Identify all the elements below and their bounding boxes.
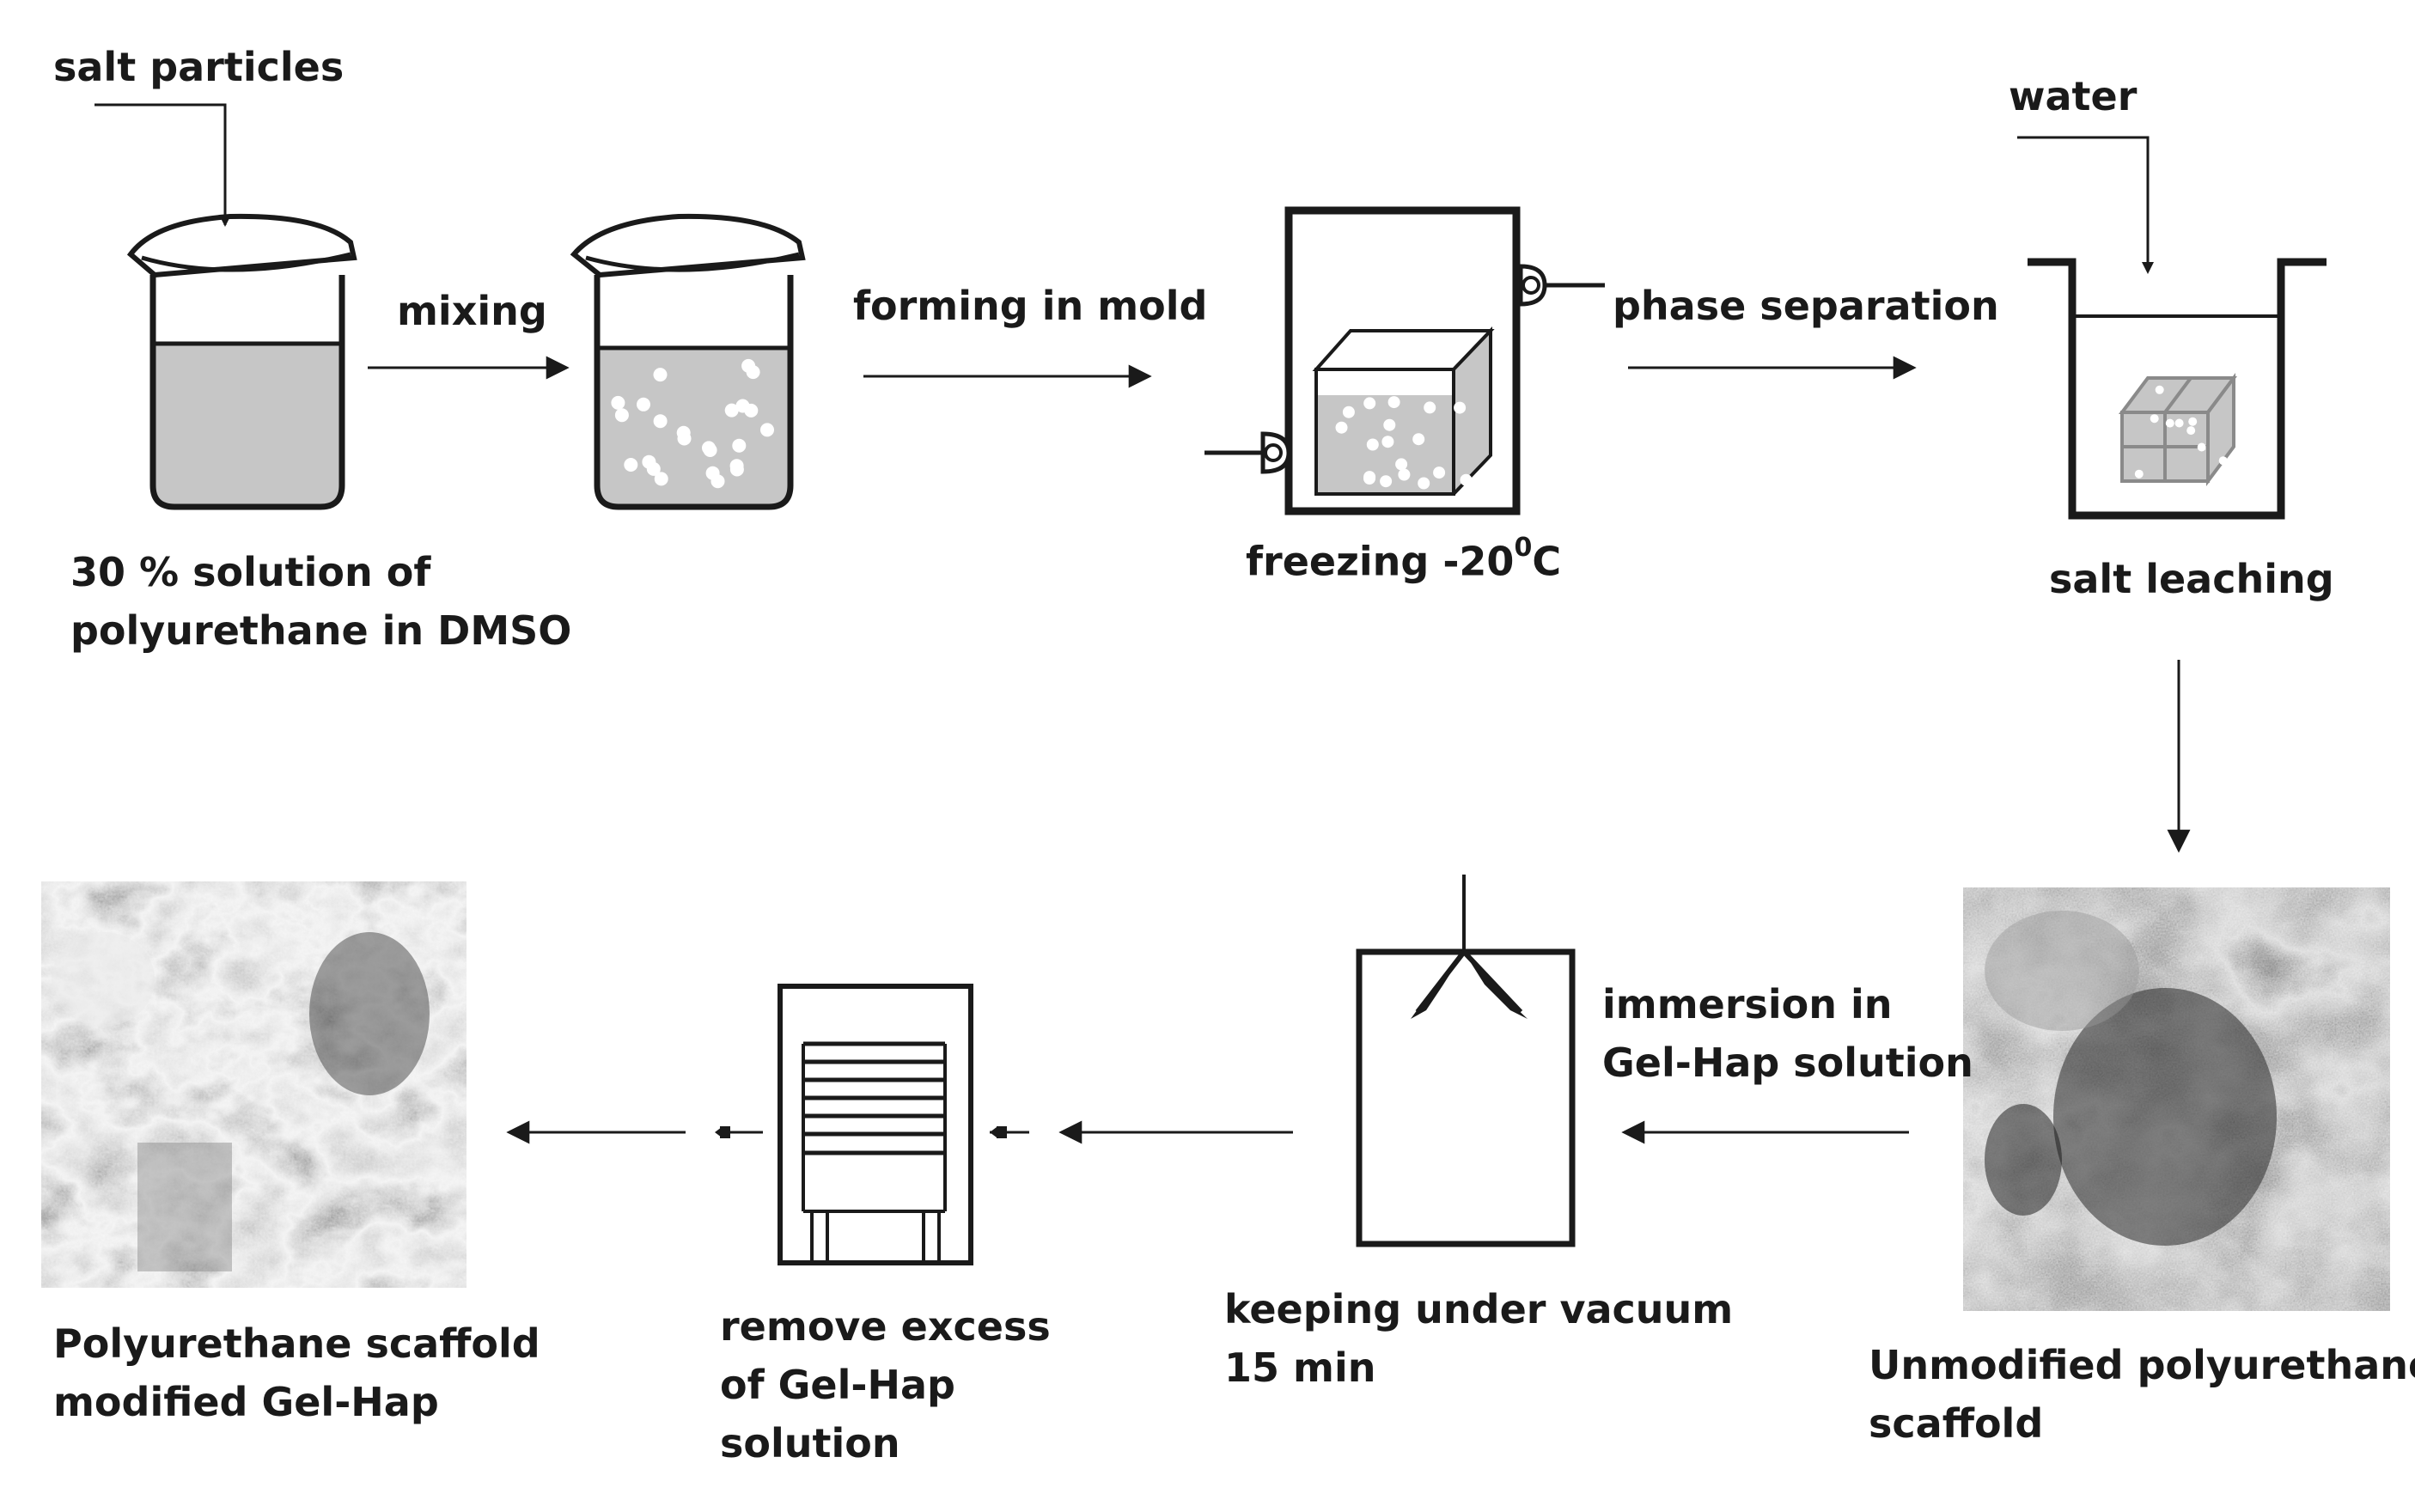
salt-particle bbox=[1433, 466, 1446, 479]
label-freezing: freezing -200C bbox=[1246, 524, 1561, 590]
label-solution-line-1: 30 % solution of bbox=[70, 549, 431, 595]
label-solution: 30 % solution of polyurethane in DMSO bbox=[70, 543, 571, 660]
label-vacuum-line-2: 15 min bbox=[1224, 1344, 1376, 1391]
label-remove: remove excess of Gel-Hap solution bbox=[720, 1297, 1051, 1472]
label-vacuum-line-1: keeping under vacuum bbox=[1224, 1286, 1734, 1332]
label-unmodified: Unmodified polyurethane scaffold bbox=[1869, 1336, 2415, 1453]
salt-particle bbox=[676, 425, 691, 440]
salt-particle bbox=[1335, 421, 1348, 434]
salt-particle bbox=[1460, 473, 1473, 486]
freezer-mold bbox=[1204, 206, 1605, 515]
salt-particle bbox=[2134, 469, 2144, 479]
water-bath bbox=[2017, 136, 2327, 520]
label-freezing-unit: C bbox=[1532, 538, 1562, 585]
salt-particle bbox=[653, 368, 668, 382]
label-immersion-line-1: immersion in bbox=[1602, 981, 1893, 1027]
salt-particle bbox=[1387, 396, 1400, 409]
drying-rack bbox=[715, 984, 1029, 1265]
salt-particle bbox=[1342, 405, 1355, 418]
label-immersion-line-2: Gel-Hap solution bbox=[1602, 1040, 1973, 1086]
salt-particle bbox=[646, 461, 661, 476]
salt-particle bbox=[637, 397, 650, 412]
label-salt-leaching: salt leaching bbox=[2049, 556, 2334, 602]
salt-particle bbox=[611, 395, 625, 410]
salt-particle bbox=[732, 438, 747, 453]
salt-particle bbox=[1454, 401, 1467, 414]
sem-unmodified-image bbox=[1963, 887, 2390, 1311]
salt-particle bbox=[729, 462, 744, 477]
label-freezing-sup: 0 bbox=[1514, 533, 1533, 563]
salt-particle bbox=[624, 458, 638, 472]
salt-pointer bbox=[95, 103, 231, 227]
label-freezing-text: freezing -20 bbox=[1246, 538, 1515, 585]
salt-particle bbox=[744, 403, 759, 418]
salt-particle bbox=[1363, 397, 1376, 410]
label-immersion: immersion in Gel-Hap solution bbox=[1602, 975, 1973, 1092]
salt-particle bbox=[654, 472, 668, 486]
salt-particle bbox=[2155, 385, 2164, 394]
salt-particle bbox=[724, 403, 739, 418]
label-unmodified-line-1: Unmodified polyurethane bbox=[1869, 1342, 2415, 1388]
salt-particle bbox=[760, 423, 774, 437]
salt-particle bbox=[653, 414, 668, 429]
salt-particle bbox=[1398, 468, 1411, 481]
label-vacuum: keeping under vacuum 15 min bbox=[1224, 1280, 1733, 1397]
label-forming: forming in mold bbox=[853, 283, 1208, 329]
label-mixing: mixing bbox=[397, 288, 547, 334]
salt-particle bbox=[2174, 418, 2184, 428]
label-remove-line-2: of Gel-Hap bbox=[720, 1362, 955, 1408]
label-water: water bbox=[2009, 73, 2138, 119]
beaker-mixed bbox=[570, 213, 806, 510]
salt-particle bbox=[2197, 442, 2206, 452]
salt-particle bbox=[1383, 418, 1396, 431]
salt-particle bbox=[2218, 456, 2228, 466]
salt-particle bbox=[1363, 472, 1375, 485]
beaker-solution bbox=[126, 213, 357, 510]
salt-particle bbox=[614, 408, 629, 423]
salt-particle bbox=[705, 466, 720, 480]
salt-particle bbox=[703, 443, 717, 457]
salt-particle bbox=[1395, 458, 1408, 471]
salt-particle bbox=[1366, 438, 1379, 451]
label-remove-line-3: solution bbox=[720, 1420, 900, 1466]
salt-particle bbox=[1424, 401, 1436, 414]
salt-particle bbox=[1418, 477, 1430, 490]
label-remove-line-1: remove excess bbox=[720, 1303, 1051, 1350]
label-salt-particles: salt particles bbox=[53, 44, 345, 90]
label-modified-line-1: Polyurethane scaffold bbox=[53, 1320, 540, 1367]
salt-particle bbox=[1412, 433, 1425, 446]
label-solution-line-2: polyurethane in DMSO bbox=[70, 607, 572, 654]
salt-particle bbox=[2188, 417, 2198, 426]
sem-modified-image bbox=[41, 881, 467, 1288]
salt-particle bbox=[746, 365, 760, 380]
salt-particle bbox=[2165, 418, 2174, 428]
label-phase-separation: phase separation bbox=[1613, 283, 1999, 329]
label-unmodified-line-2: scaffold bbox=[1869, 1400, 2044, 1447]
vacuum-chamber bbox=[1356, 875, 1576, 1247]
salt-particle bbox=[2150, 414, 2159, 424]
label-modified: Polyurethane scaffold modified Gel-Hap bbox=[53, 1314, 540, 1431]
salt-particle bbox=[1380, 475, 1393, 488]
salt-particle bbox=[1381, 436, 1394, 448]
label-modified-line-2: modified Gel-Hap bbox=[53, 1379, 439, 1425]
salt-particle bbox=[2186, 426, 2196, 436]
